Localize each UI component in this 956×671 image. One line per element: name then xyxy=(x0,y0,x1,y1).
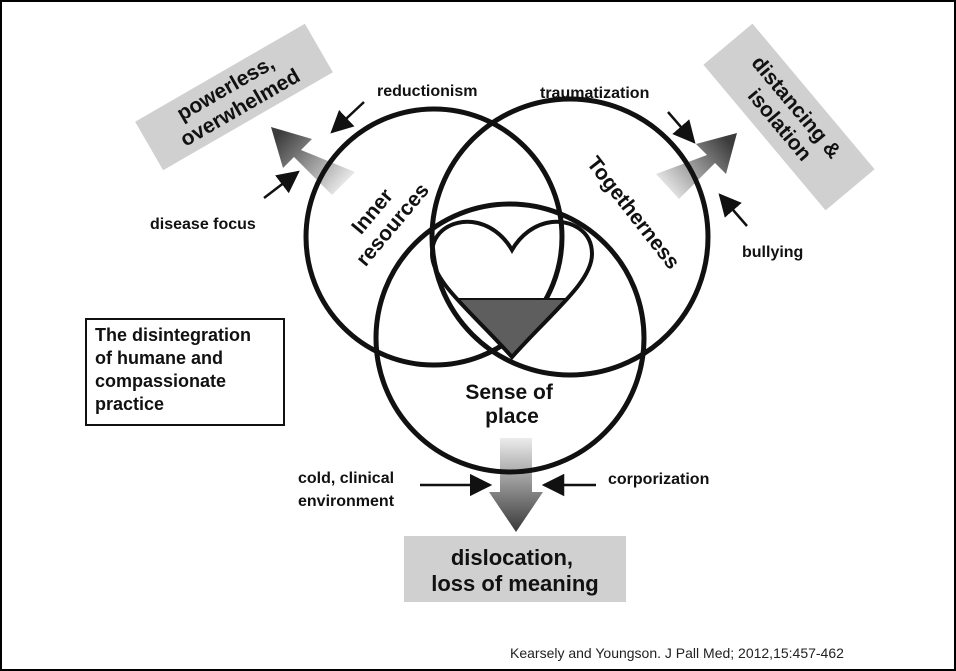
arrow-to-powerless xyxy=(271,127,355,195)
svg-text:dislocation, loss of mea: dislocation, loss of meaning xyxy=(431,545,598,596)
outcome-box-dislocation: dislocation, loss of meaning xyxy=(404,536,626,602)
heart-icon xyxy=(429,219,595,361)
arrow-to-dislocation xyxy=(489,438,543,532)
label-traumatization: traumatization xyxy=(540,85,649,102)
outcome-box-powerless: powerless, overwhelmed xyxy=(135,23,333,171)
caption-line-4: practice xyxy=(95,394,165,414)
caption-line-1: The disintegration xyxy=(95,325,252,345)
circle-togetherness xyxy=(429,96,711,378)
label-sense-of-place-line1: Sense of xyxy=(465,381,554,404)
arrow-reductionism xyxy=(330,101,365,134)
label-sense-of-place-line2: place xyxy=(485,405,539,428)
outcome-box-distancing: distancing & isolation xyxy=(703,23,875,211)
citation: Kearsely and Youngson. J Pall Med; 2012,… xyxy=(510,645,844,661)
label-cold-clinical-line1: cold, clinical xyxy=(298,470,394,487)
arrow-bullying xyxy=(718,193,748,227)
label-cold-clinical-line2: environment xyxy=(298,493,395,510)
label-corporization: corporization xyxy=(608,471,709,488)
label-disease-focus: disease focus xyxy=(150,216,256,233)
circle-inner-resources xyxy=(303,106,565,368)
circle-sense-of-place xyxy=(373,201,647,475)
label-reductionism: reductionism xyxy=(377,83,477,100)
label-sense-of-place: Sense of place xyxy=(465,381,558,428)
caption-line-2: of humane and xyxy=(95,348,224,368)
label-cold-clinical: cold, clinical environment xyxy=(298,470,398,510)
outcome-dislocation-line2: loss of meaning xyxy=(431,571,598,596)
label-inner-resources: Inner resources xyxy=(333,164,434,271)
arrow-disease-focus xyxy=(263,170,300,199)
caption-line-3: compassionate xyxy=(95,371,227,391)
caption-box: The disintegration of humane and compass… xyxy=(85,318,285,426)
label-bullying: bullying xyxy=(742,244,803,261)
outcome-dislocation-line1: dislocation, xyxy=(451,545,573,570)
arrow-traumatization xyxy=(667,111,696,144)
arrow-to-distancing xyxy=(656,133,737,199)
